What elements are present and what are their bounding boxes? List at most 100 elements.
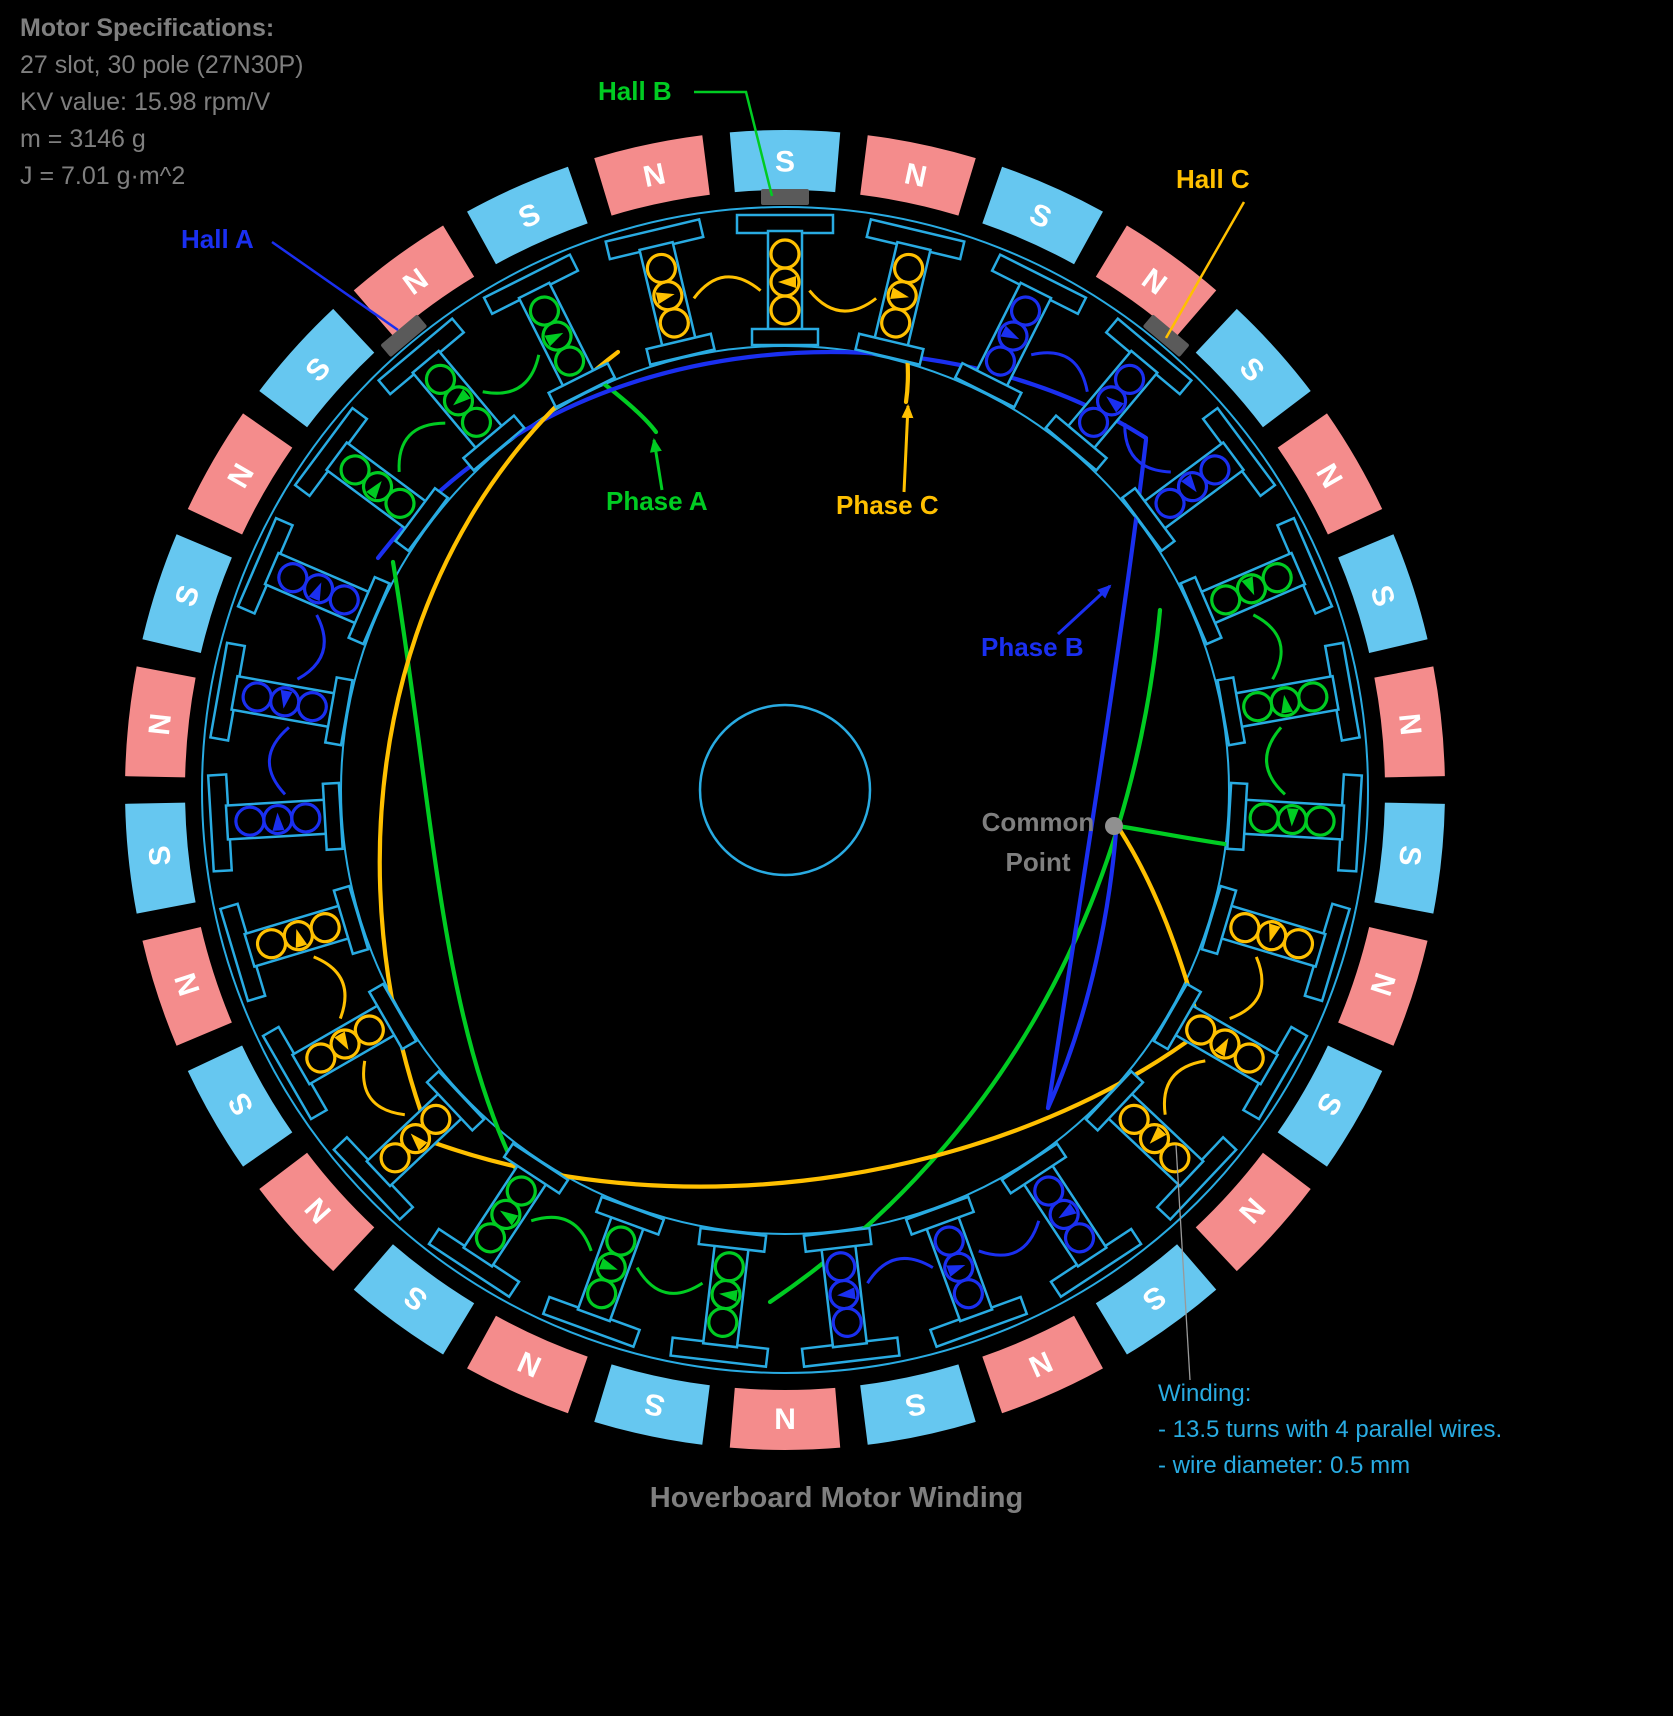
winding-direction-arrow	[453, 389, 471, 406]
magnet-n	[1277, 413, 1383, 535]
tooth	[854, 217, 966, 367]
magnet-n	[982, 1315, 1103, 1414]
winding-note: Winding: - 13.5 turns with 4 parallel wi…	[1158, 1376, 1502, 1484]
winding-note-turns: - 13.5 turns with 4 parallel wires.	[1158, 1416, 1503, 1443]
coil-turn	[328, 584, 360, 616]
coil-connectors	[267, 275, 1286, 1295]
magnet-s	[1277, 1045, 1383, 1167]
magnet-s	[187, 1045, 293, 1167]
winding-direction-arrow	[1149, 1126, 1167, 1144]
page-title: Hoverboard Motor Winding	[649, 1482, 1024, 1514]
specs-line-mass: m = 3146 g	[20, 125, 146, 153]
hall-c-label: Hall C	[1176, 164, 1250, 194]
coil-turn	[658, 307, 690, 339]
winding-direction-arrow	[655, 292, 675, 305]
tooth	[218, 884, 370, 1003]
specs-line-slots-poles: 27 slot, 30 pole (27N30P)	[20, 51, 304, 79]
tooth	[236, 516, 392, 646]
svg-text:S: S	[1392, 844, 1427, 867]
magnet-n	[353, 225, 475, 336]
coil-turn	[605, 1225, 637, 1257]
tooth	[427, 1141, 570, 1299]
tooth	[1120, 406, 1277, 553]
tooth	[261, 982, 418, 1121]
coil-turn	[1154, 487, 1186, 519]
winding-direction-arrow	[544, 332, 564, 347]
winding-direction-arrow	[272, 812, 285, 831]
tooth	[735, 213, 835, 347]
winding-direction-arrow	[308, 582, 322, 602]
magnet-n	[187, 413, 293, 535]
coil-turn	[825, 1251, 857, 1283]
hall-a-label: Hall A	[181, 224, 254, 254]
winding-direction-arrow	[366, 481, 382, 500]
svg-text:N: N	[1392, 712, 1427, 737]
motor-specifications: Motor Specifications: 27 slot, 30 pole (…	[20, 10, 304, 195]
magnet-n	[1095, 225, 1217, 336]
coil-turn	[505, 1175, 537, 1207]
tooth	[1043, 316, 1194, 473]
winding-direction-arrow	[890, 287, 909, 299]
coil-turn	[713, 1251, 745, 1283]
tooth	[1226, 773, 1364, 873]
coil-turn	[1210, 584, 1242, 616]
winding-direction-arrow	[1286, 808, 1299, 827]
tooth	[293, 406, 450, 553]
coil-turn	[290, 802, 322, 834]
specs-heading: Motor Specifications:	[20, 14, 275, 42]
magnet-s	[982, 166, 1103, 265]
magnet-s	[1095, 1244, 1217, 1355]
magnet-n	[860, 135, 976, 216]
coil-turn	[1229, 912, 1261, 944]
common-point-dot	[1105, 817, 1123, 835]
magnet-n	[259, 1152, 375, 1272]
magnet-s	[594, 1364, 710, 1445]
winding-direction-arrow	[946, 1264, 966, 1277]
coil-turn	[984, 345, 1017, 377]
magnet-n	[125, 666, 196, 778]
winding-direction-arrow	[719, 1289, 738, 1302]
magnet-s	[1195, 308, 1311, 428]
winding-note-pointer	[1175, 1144, 1191, 1381]
magnet-s	[142, 534, 232, 653]
magnet-n	[729, 1387, 841, 1450]
tooth	[206, 773, 344, 873]
magnet-s	[259, 308, 375, 428]
tooth	[669, 1226, 770, 1369]
magnet-n	[142, 927, 232, 1046]
coil-turn	[1077, 406, 1110, 438]
coil-turn	[384, 487, 416, 519]
magnet-s	[1374, 802, 1445, 914]
phase-a-label: Phase A	[606, 486, 708, 516]
coil-turn	[1033, 1175, 1065, 1207]
magnet-n	[1374, 666, 1445, 778]
svg-text:S: S	[775, 146, 795, 179]
tooth	[953, 252, 1088, 409]
winding-direction-arrow	[1241, 576, 1255, 596]
phase-c-arrow	[901, 404, 914, 493]
stator-teeth	[206, 213, 1364, 1369]
magnet-s	[125, 802, 196, 914]
magnet-s	[1338, 534, 1428, 653]
specs-line-kv: KV value: 15.98 rpm/V	[20, 88, 271, 116]
winding-direction-arrow	[1106, 396, 1124, 413]
tooth	[208, 641, 354, 747]
winding-direction-arrow	[1269, 923, 1281, 943]
tooth	[482, 252, 617, 409]
winding-direction-arrow	[1281, 694, 1294, 714]
tooth	[376, 316, 527, 473]
magnet-s	[353, 1244, 475, 1355]
common-point-label: Common Point	[981, 807, 1095, 877]
hall-sensors	[381, 189, 1189, 357]
coil-turn	[933, 1225, 965, 1257]
coil-turn	[460, 406, 493, 438]
tooth	[904, 1195, 1029, 1349]
winding-direction-arrow	[598, 1257, 618, 1270]
hall-sensor	[761, 189, 809, 205]
winding-direction-arrow	[295, 928, 308, 948]
coil-turn	[769, 294, 801, 326]
winding-direction-arrow	[1000, 325, 1020, 340]
